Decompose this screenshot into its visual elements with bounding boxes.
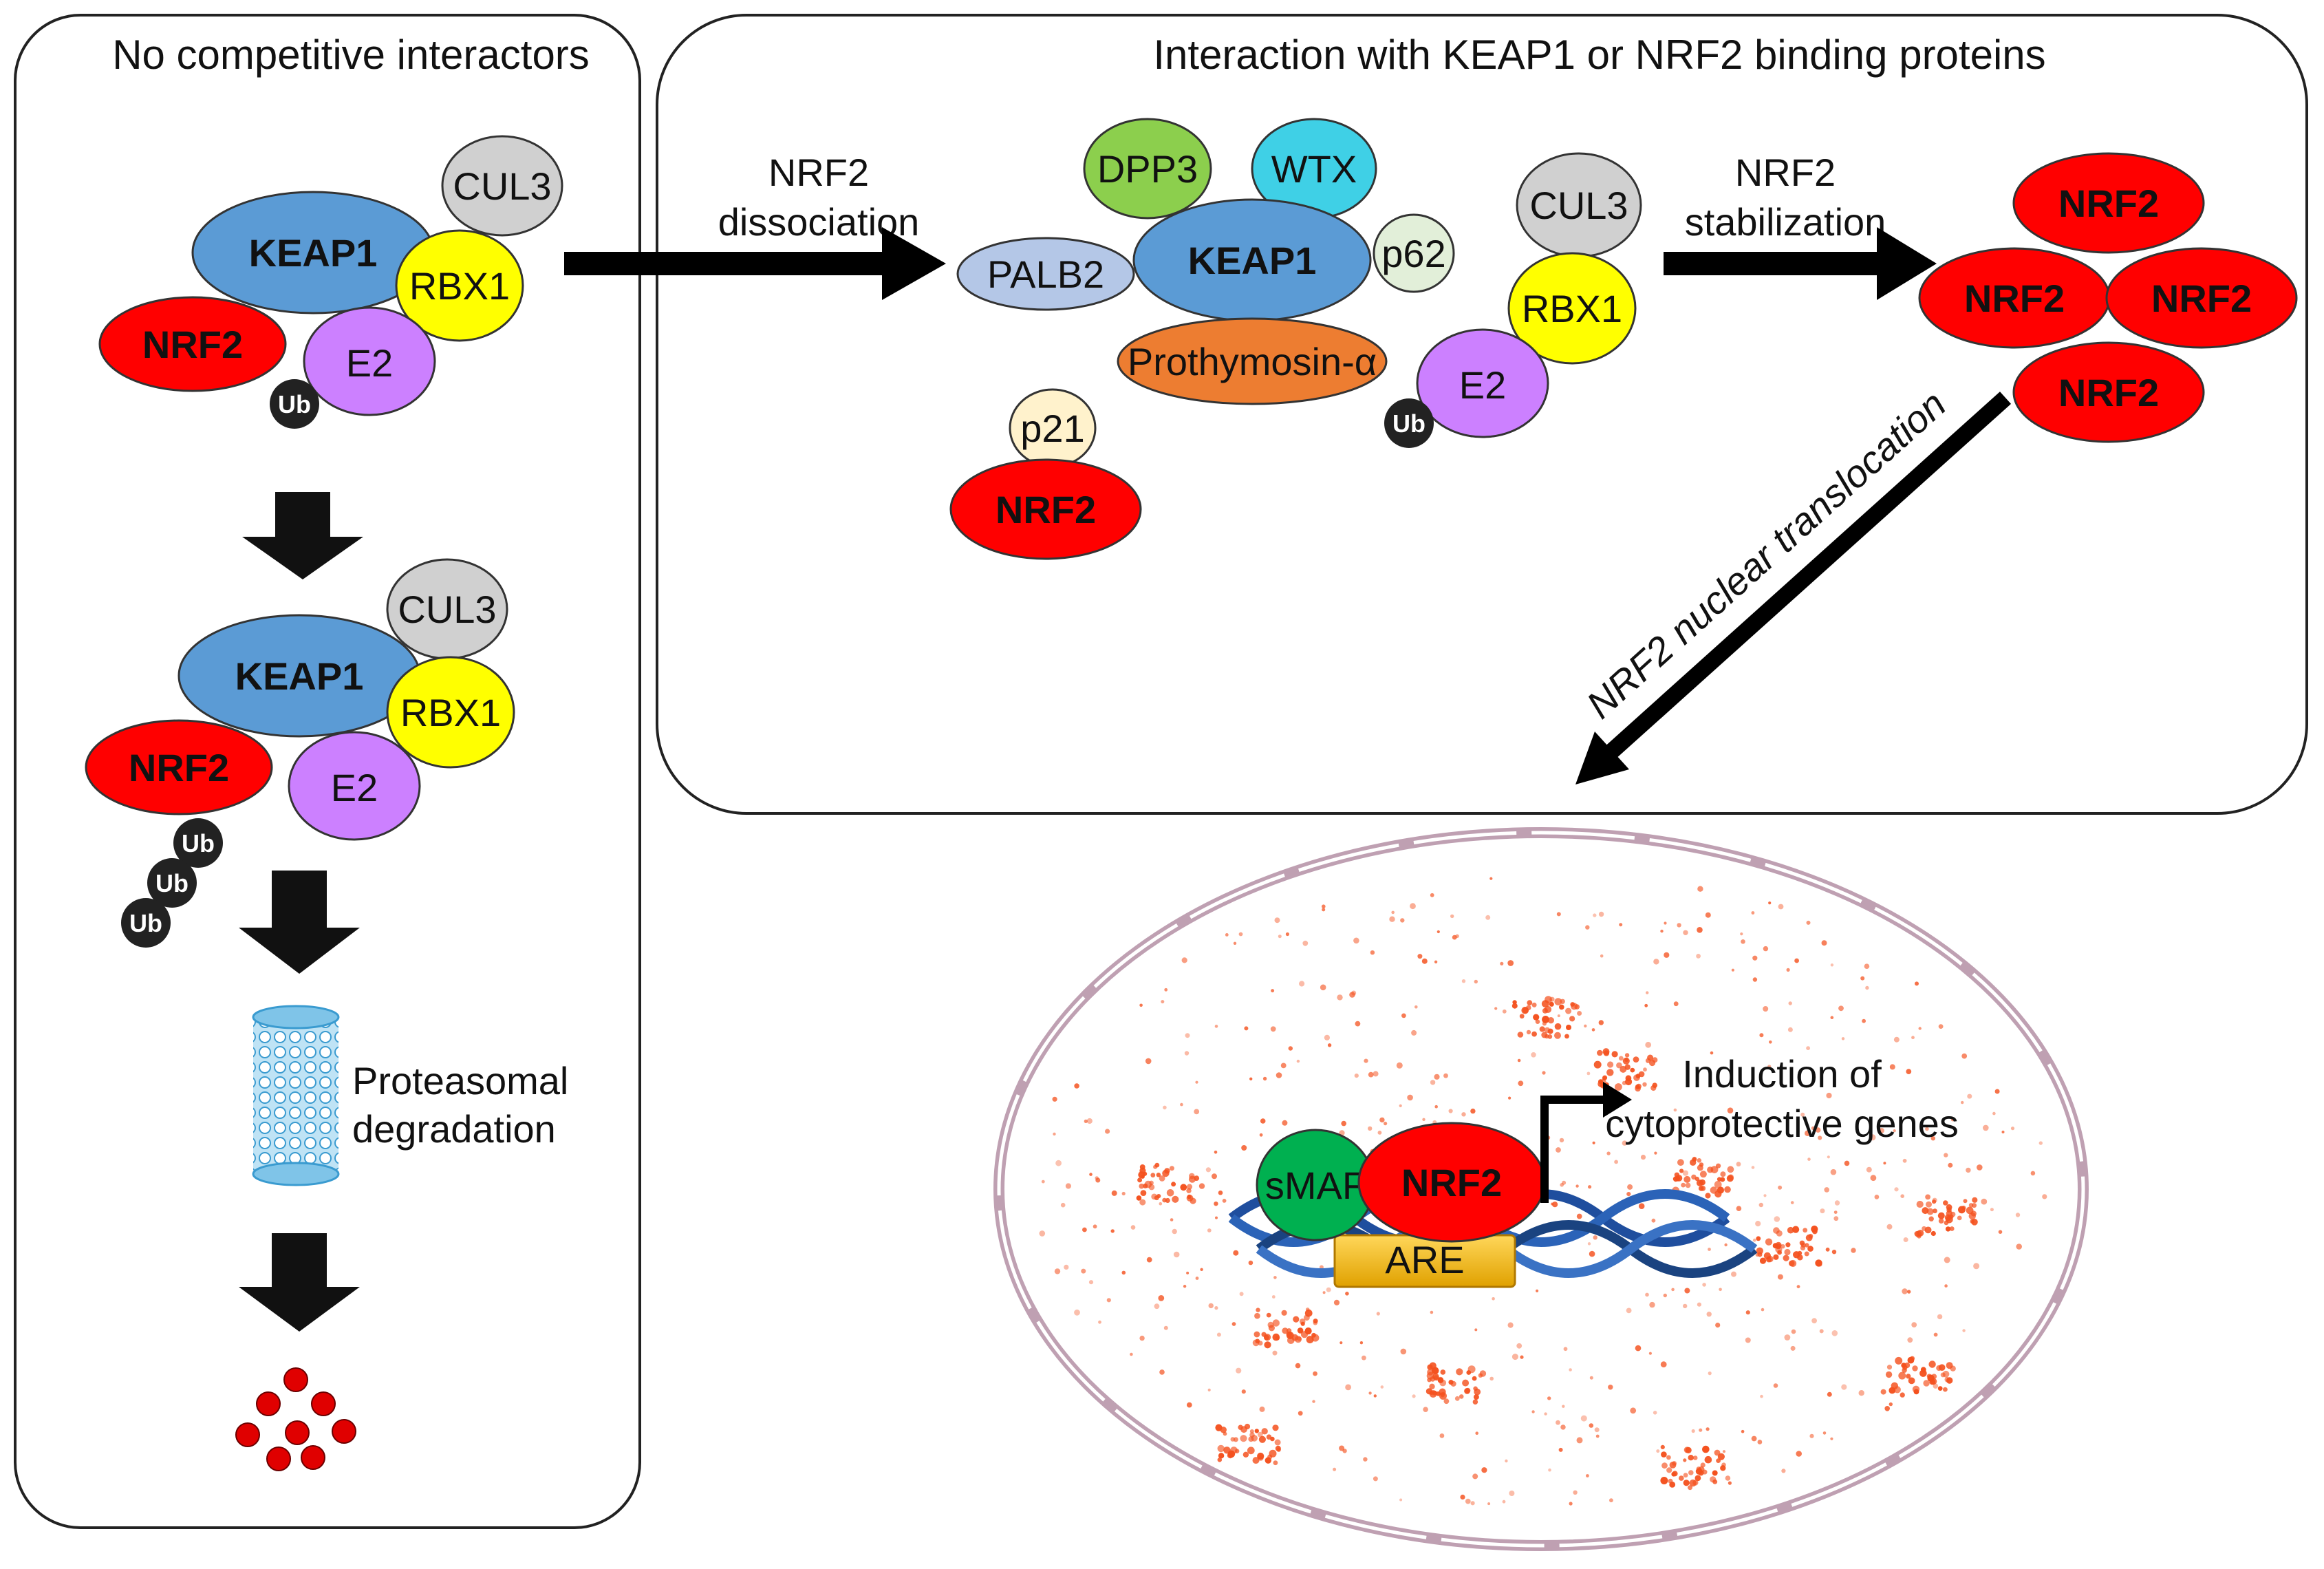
down-arrow-icon bbox=[239, 1233, 360, 1332]
proteasome-top bbox=[252, 1005, 340, 1029]
nrf2-protein bbox=[2012, 152, 2205, 254]
cul3-label: CUL3 bbox=[453, 164, 551, 208]
rbx1-protein bbox=[1507, 252, 1637, 365]
ub-label: Ub bbox=[129, 909, 162, 937]
ubiquitin-ligase-complex-1: CUL3 KEAP1 RBX1 NRF2 E2 Ub bbox=[98, 135, 563, 429]
nrf2-protein bbox=[85, 719, 273, 815]
translocation-label: NRF2 nuclear translocation bbox=[1578, 382, 1954, 727]
proteasome-label-line1: Proteasomal bbox=[352, 1059, 568, 1102]
ub-label: Ub bbox=[182, 829, 215, 857]
dpp3-label: DPP3 bbox=[1097, 147, 1198, 191]
e2-label: E2 bbox=[1459, 363, 1507, 407]
left-panel-title: No competitive interactors bbox=[112, 32, 590, 78]
palb2-protein bbox=[956, 237, 1135, 311]
prothymosin-label: Prothymosin-α bbox=[1128, 340, 1377, 383]
nucleus: ARE sMAF NRF2 Induction of cytoprotectiv… bbox=[993, 827, 2089, 1551]
translocation-arrow-icon bbox=[1575, 732, 1629, 784]
right-panel-frame bbox=[656, 14, 2308, 815]
proteasome-label-line2: degradation bbox=[352, 1107, 556, 1151]
ubiquitin-icon bbox=[270, 379, 319, 429]
down-arrow-icon bbox=[242, 492, 363, 579]
e2-protein bbox=[303, 306, 436, 416]
proteasome-bottom bbox=[252, 1162, 340, 1186]
nrf2-protein bbox=[949, 458, 1142, 560]
rbx1-protein bbox=[395, 229, 524, 342]
p62-protein bbox=[1373, 213, 1455, 293]
palb2-label: PALB2 bbox=[987, 253, 1104, 296]
dpp3-protein bbox=[1083, 118, 1212, 220]
cul3-label: CUL3 bbox=[1529, 184, 1628, 227]
ubiquitin-icon bbox=[121, 898, 171, 948]
nrf2-label: NRF2 bbox=[996, 488, 1096, 531]
induction-label-line2: cytoprotective genes bbox=[1605, 1102, 1959, 1145]
nrf2-label: NRF2 bbox=[1401, 1161, 1502, 1204]
rbx1-label: RBX1 bbox=[1522, 287, 1622, 330]
right-panel-title: Interaction with KEAP1 or NRF2 binding p… bbox=[1153, 32, 2045, 78]
nrf2-protein bbox=[2105, 247, 2298, 349]
cul3-protein bbox=[441, 135, 563, 237]
ubiquitin-icon bbox=[147, 858, 197, 908]
prothymosin-alpha-protein bbox=[1117, 317, 1388, 405]
left-panel-frame bbox=[14, 14, 641, 1529]
nrf2-protein bbox=[2012, 341, 2205, 443]
ubiquitin-icon bbox=[173, 818, 223, 868]
down-arrow-icon bbox=[239, 871, 360, 974]
ub-label: Ub bbox=[1392, 409, 1425, 438]
rbx1-protein bbox=[386, 656, 515, 769]
induction-label-line1: Induction of bbox=[1682, 1052, 1882, 1096]
are-label: ARE bbox=[1385, 1238, 1464, 1281]
wtx-label: WTX bbox=[1271, 147, 1357, 191]
e2-protein bbox=[288, 731, 421, 841]
stabilization-label-line1: NRF2 bbox=[1735, 151, 1836, 194]
ubiquitin-icon bbox=[1384, 398, 1434, 448]
e2-label: E2 bbox=[346, 341, 394, 385]
p21-label: p21 bbox=[1020, 407, 1084, 450]
stabilized-nrf2-cluster: NRF2 NRF2 NRF2 NRF2 bbox=[1918, 152, 2298, 443]
proteasome-body bbox=[253, 1017, 338, 1174]
e2-label: E2 bbox=[331, 766, 378, 809]
proteasome-icon bbox=[252, 1005, 340, 1186]
translocation-arrow-shaft bbox=[1595, 392, 2012, 767]
stabilization-arrow-icon bbox=[1664, 227, 1937, 300]
nrf2-protein bbox=[98, 296, 287, 392]
nrf2-label: NRF2 bbox=[2151, 277, 2252, 320]
ub-label: Ub bbox=[155, 869, 189, 897]
nrf2-label: NRF2 bbox=[2058, 371, 2159, 414]
nrf2-label: NRF2 bbox=[142, 323, 243, 366]
smaf-label: sMAF bbox=[1265, 1164, 1366, 1207]
p62-label: p62 bbox=[1381, 232, 1445, 275]
keap1-label: KEAP1 bbox=[249, 231, 378, 275]
stabilization-label-line2: stabilization bbox=[1685, 200, 1886, 244]
keap1-label: KEAP1 bbox=[1188, 239, 1317, 282]
nrf2-label: NRF2 bbox=[2058, 182, 2159, 225]
e2-protein bbox=[1416, 328, 1549, 438]
dissociation-arrow-icon bbox=[564, 227, 946, 300]
ub-label: Ub bbox=[278, 390, 311, 418]
nrf2-label: NRF2 bbox=[129, 746, 229, 789]
transcription-start-line bbox=[1540, 1096, 1611, 1203]
rbx1-label: RBX1 bbox=[400, 691, 501, 734]
keap1-binding-cluster: DPP3 WTX PALB2 p62 KEAP1 Prothymosin-α p… bbox=[949, 118, 1455, 560]
rbx1-label: RBX1 bbox=[409, 264, 510, 308]
keap1-label: KEAP1 bbox=[235, 654, 364, 698]
cul3-label: CUL3 bbox=[398, 588, 496, 631]
ubiquitin-ligase-complex-2: CUL3 KEAP1 RBX1 NRF2 E2 Ub Ub Ub bbox=[85, 558, 515, 948]
transcription-arrow-icon bbox=[1603, 1082, 1632, 1118]
degraded-peptides-icon bbox=[235, 1367, 356, 1471]
ubiquitin-ligase-free: CUL3 RBX1 E2 Ub bbox=[1384, 152, 1642, 448]
nuclear-pores bbox=[997, 831, 2085, 1548]
nrf2-label: NRF2 bbox=[1964, 277, 2065, 320]
dissociation-label-line1: NRF2 bbox=[768, 151, 869, 194]
